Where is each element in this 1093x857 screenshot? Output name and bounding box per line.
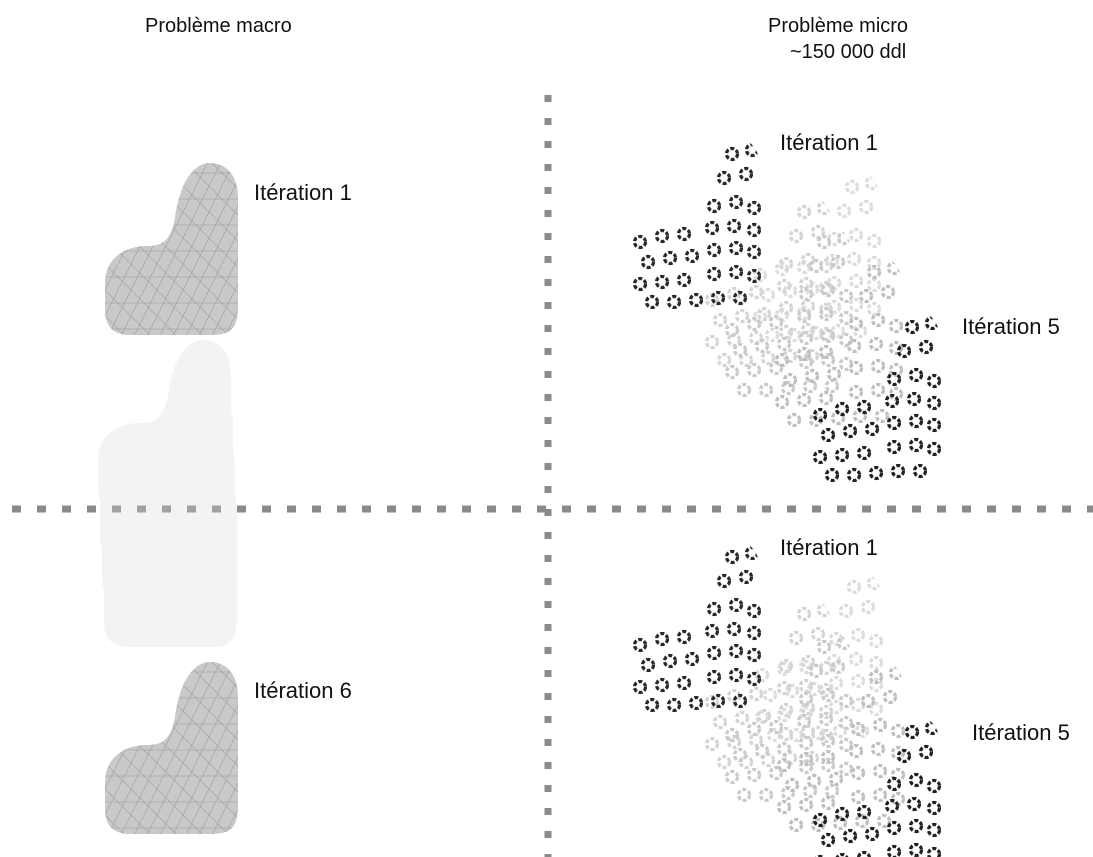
micro-header-title: Problème micro bbox=[768, 15, 909, 37]
micro-top-label-first: Itération 1 bbox=[780, 130, 878, 155]
micro-header-subtitle: ~150 000 ddl bbox=[790, 41, 907, 63]
micro-top-label-last: Itération 5 bbox=[962, 314, 1060, 339]
micro-structure-bottom bbox=[628, 540, 941, 857]
micro-bottom-label-first: Itération 1 bbox=[780, 535, 878, 560]
macro-label-top: Itération 1 bbox=[254, 180, 352, 205]
macro-shape-top bbox=[105, 163, 238, 335]
macro-label-bottom: Itération 6 bbox=[254, 678, 352, 703]
macro-shape-bottom bbox=[105, 662, 238, 834]
micro-structure-top bbox=[628, 137, 941, 482]
macro-ghost-shapes bbox=[98, 340, 237, 647]
micro-bottom-label-last: Itération 5 bbox=[972, 720, 1070, 745]
macro-header: Problème macro bbox=[145, 15, 292, 37]
